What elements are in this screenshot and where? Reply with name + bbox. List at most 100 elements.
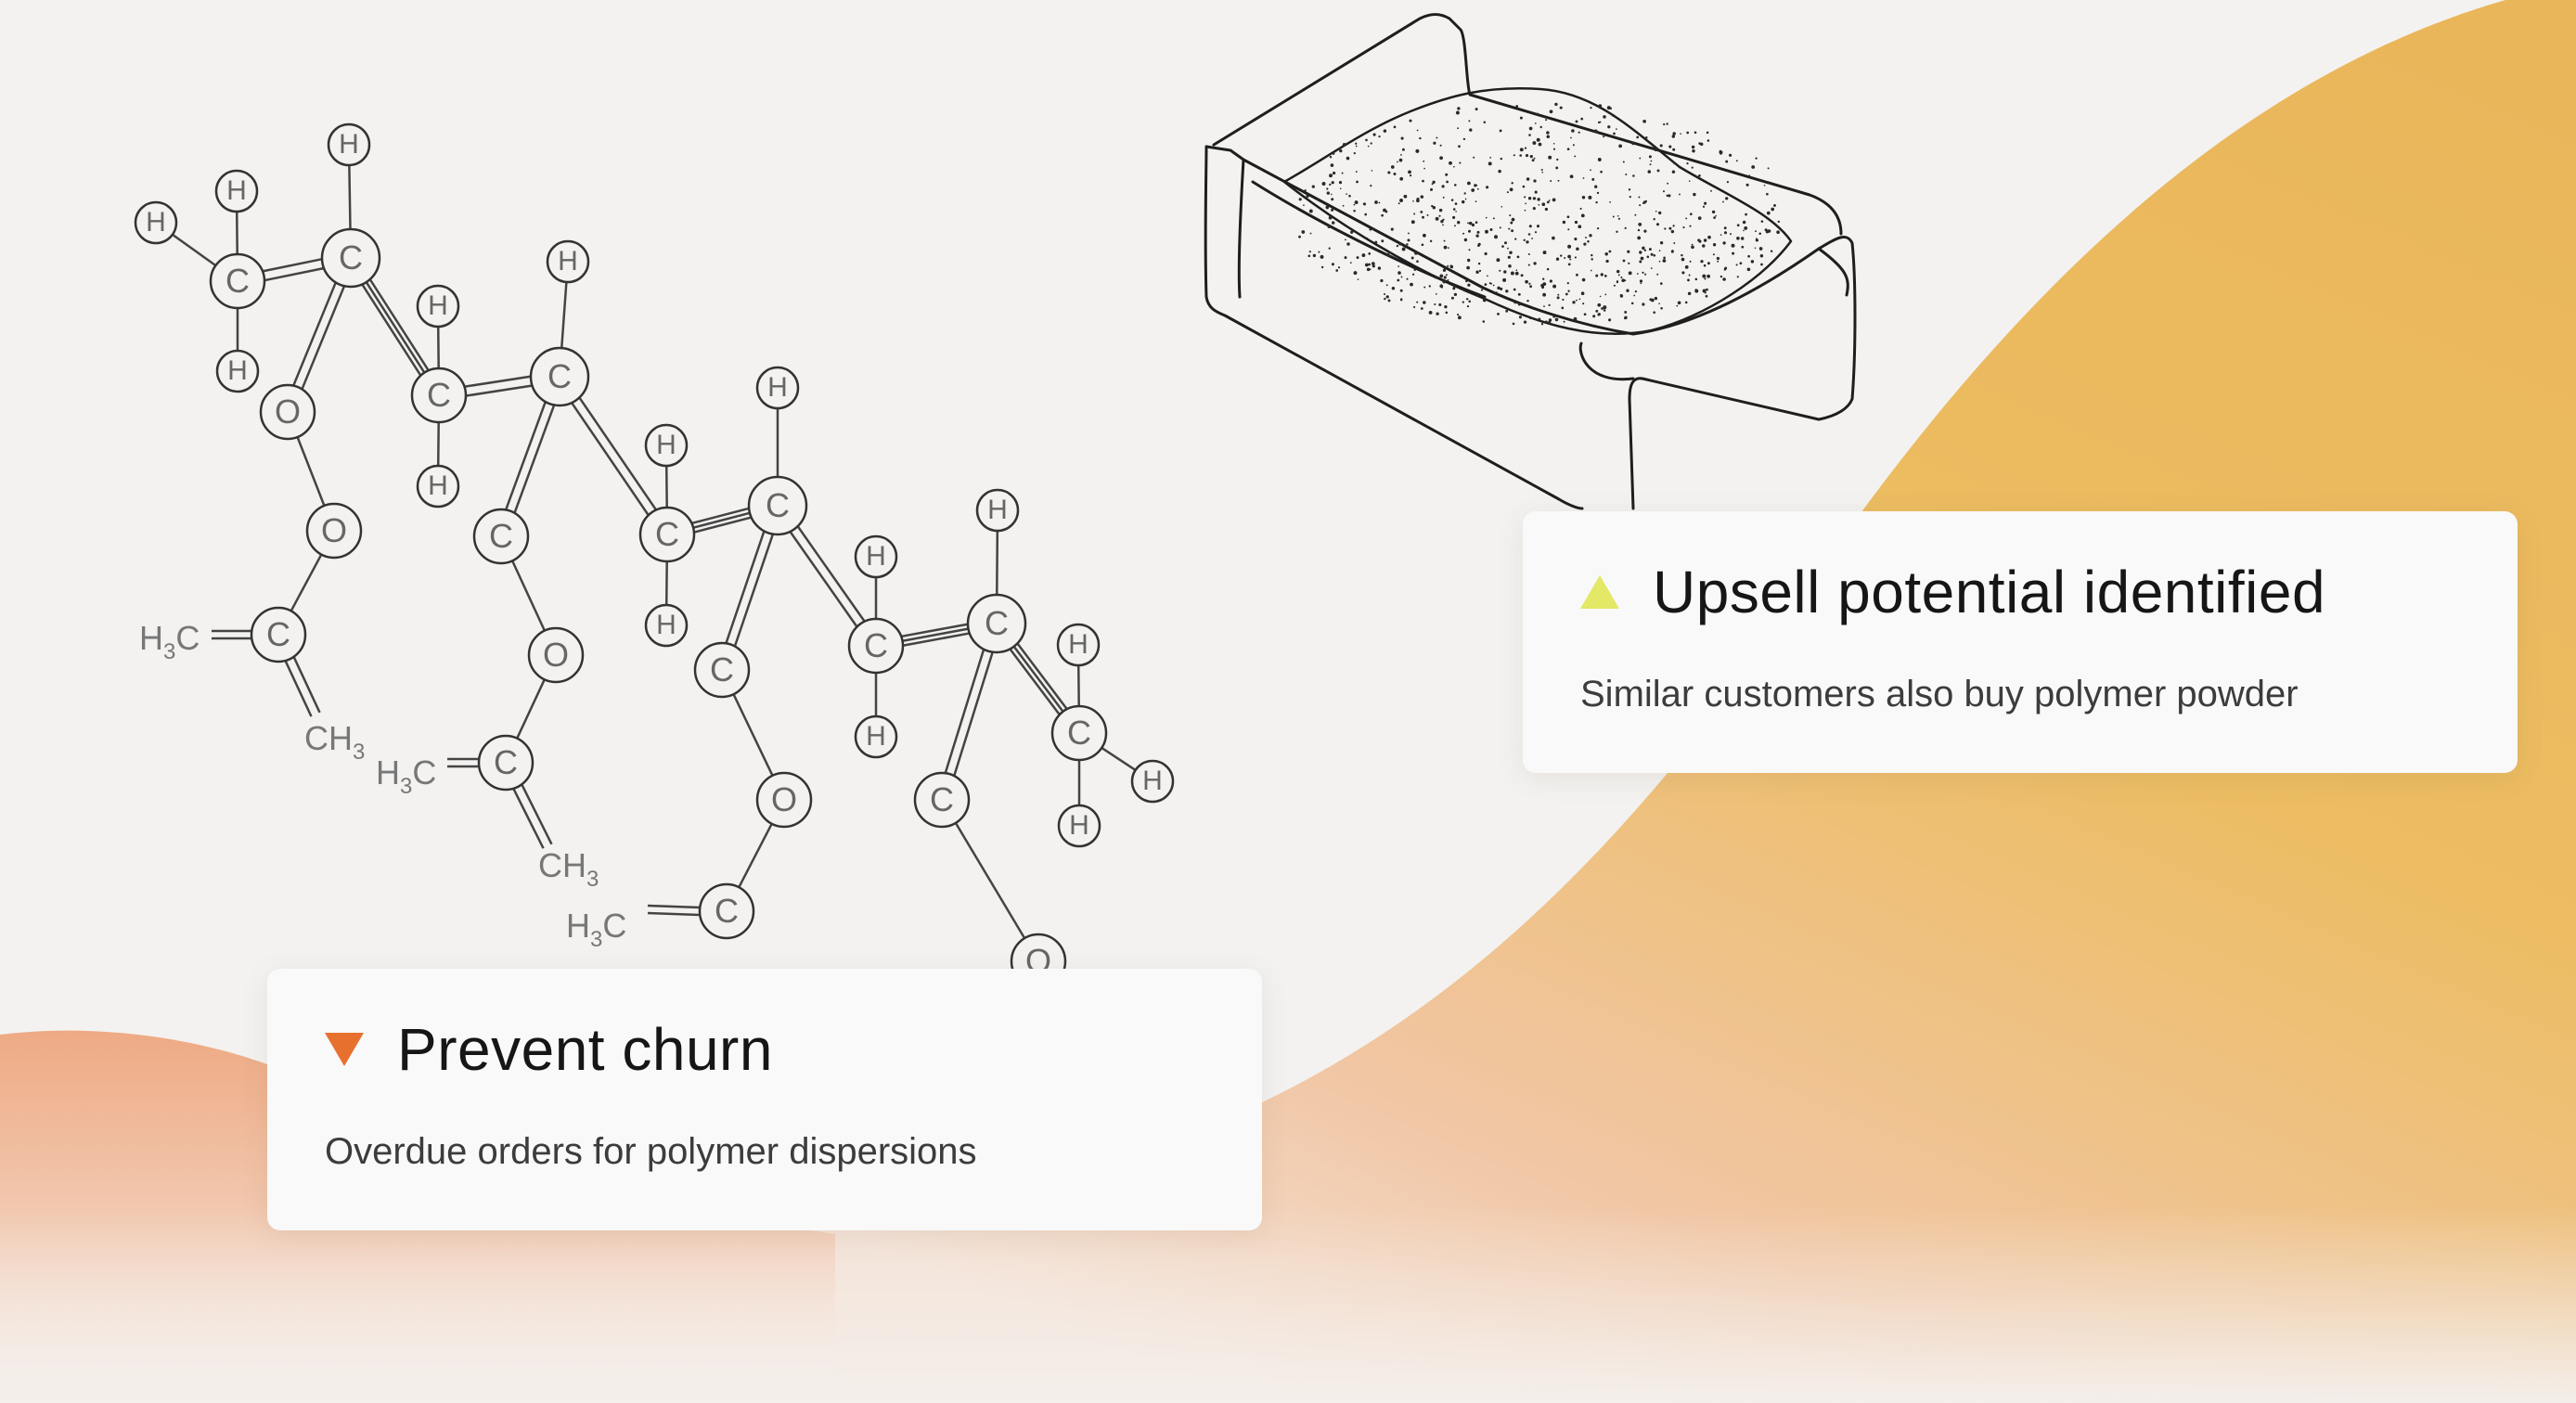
powder-speck xyxy=(1438,214,1441,217)
powder-speck xyxy=(1507,255,1511,259)
powder-speck xyxy=(1500,157,1503,161)
bond-line xyxy=(512,788,545,849)
powder-speck xyxy=(1565,292,1568,296)
powder-speck xyxy=(1510,271,1514,276)
powder-speck xyxy=(1416,260,1419,264)
upsell-insight-card[interactable]: Upsell potential identified Similar cust… xyxy=(1523,511,2518,773)
powder-speck xyxy=(1658,250,1661,251)
powder-speck xyxy=(1621,278,1626,283)
powder-speck xyxy=(1540,283,1544,288)
powder-speck xyxy=(1590,169,1591,172)
atom-label: O xyxy=(543,636,569,674)
powder-speck xyxy=(1670,229,1675,234)
powder-speck xyxy=(1353,210,1356,212)
powder-speck xyxy=(1463,238,1468,242)
powder-speck xyxy=(1348,194,1351,198)
powder-speck xyxy=(1600,170,1603,174)
powder-speck xyxy=(1620,277,1623,278)
powder-speck xyxy=(1658,260,1661,263)
powder-speck xyxy=(1672,225,1675,227)
powder-speck xyxy=(1673,242,1676,244)
powder-speck xyxy=(1751,165,1756,169)
atom-label: O xyxy=(771,780,797,818)
powder-speck xyxy=(1580,213,1585,218)
powder-speck xyxy=(1659,282,1663,285)
powder-speck xyxy=(1574,238,1578,241)
powder-speck xyxy=(1567,263,1571,266)
powder-speck xyxy=(1570,136,1572,139)
methyl-group-label: CH3 xyxy=(304,719,365,765)
bond-line xyxy=(738,823,773,888)
powder-speck xyxy=(1329,174,1333,178)
powder-speck xyxy=(1407,238,1410,241)
powder-speck xyxy=(1613,132,1616,135)
powder-speck xyxy=(1704,201,1707,205)
bond-line xyxy=(292,282,337,386)
powder-speck xyxy=(1604,293,1607,296)
powder-speck xyxy=(1534,231,1538,234)
powder-speck xyxy=(1743,229,1745,232)
powder-speck xyxy=(1650,252,1654,256)
powder-speck xyxy=(1421,243,1424,247)
powder-speck xyxy=(1519,148,1524,152)
powder-speck xyxy=(1524,209,1526,212)
powder-speck xyxy=(1529,285,1532,289)
powder-speck xyxy=(1533,179,1537,183)
powder-speck xyxy=(1385,284,1388,287)
powder-speck xyxy=(1581,277,1586,282)
powder-speck xyxy=(1364,263,1369,267)
powder-speck xyxy=(1389,251,1392,254)
powder-speck xyxy=(1308,251,1311,253)
atom-label: H xyxy=(428,470,448,501)
powder-speck xyxy=(1478,269,1482,273)
powder-speck xyxy=(1616,215,1619,217)
powder-speck xyxy=(1715,214,1717,217)
powder-speck xyxy=(1346,242,1350,246)
powder-speck xyxy=(1702,205,1706,208)
powder-speck xyxy=(1598,104,1603,108)
powder-speck xyxy=(1694,289,1697,291)
powder-speck xyxy=(1485,216,1488,219)
powder-speck xyxy=(1739,262,1743,265)
powder-speck xyxy=(1628,262,1630,264)
powder-speck xyxy=(1476,230,1480,234)
powder-speck xyxy=(1328,247,1331,250)
triangle-up-icon xyxy=(1580,575,1619,609)
powder-speck xyxy=(1566,281,1569,285)
powder-speck xyxy=(1443,239,1446,242)
powder-speck xyxy=(1557,179,1560,182)
powder-speck xyxy=(1400,136,1404,140)
powder-speck xyxy=(1704,289,1707,292)
powder-speck xyxy=(1563,320,1565,323)
atom-label: C xyxy=(339,238,363,277)
powder-speck xyxy=(1612,215,1615,218)
powder-speck xyxy=(1662,190,1666,193)
hydrogen-atom: H xyxy=(854,534,898,579)
powder-speck xyxy=(1368,252,1372,255)
powder-speck xyxy=(1408,170,1411,174)
upsell-card-header: Upsell potential identified xyxy=(1578,558,2325,626)
powder-speck xyxy=(1640,282,1642,285)
powder-speck xyxy=(1329,156,1333,159)
carbon-atom: C xyxy=(693,641,751,699)
powder-speck xyxy=(1717,260,1719,263)
churn-insight-card[interactable]: Prevent churn Overdue orders for polymer… xyxy=(267,969,1262,1230)
powder-speck xyxy=(1453,292,1458,297)
powder-speck xyxy=(1596,191,1600,195)
powder-speck xyxy=(1457,314,1460,316)
powder-speck xyxy=(1420,211,1423,213)
powder-speck xyxy=(1608,250,1612,253)
powder-speck xyxy=(1600,273,1604,277)
powder-speck xyxy=(1423,301,1426,304)
powder-speck xyxy=(1413,212,1416,215)
powder-speck xyxy=(1458,145,1461,148)
powder-speck xyxy=(1433,141,1436,145)
powder-speck xyxy=(1372,227,1375,231)
powder-speck xyxy=(1401,247,1406,251)
bond-line xyxy=(902,627,969,642)
powder-speck xyxy=(1384,297,1386,301)
powder-speck xyxy=(1461,200,1465,204)
powder-speck xyxy=(1414,251,1418,255)
powder-speck xyxy=(1422,179,1424,183)
